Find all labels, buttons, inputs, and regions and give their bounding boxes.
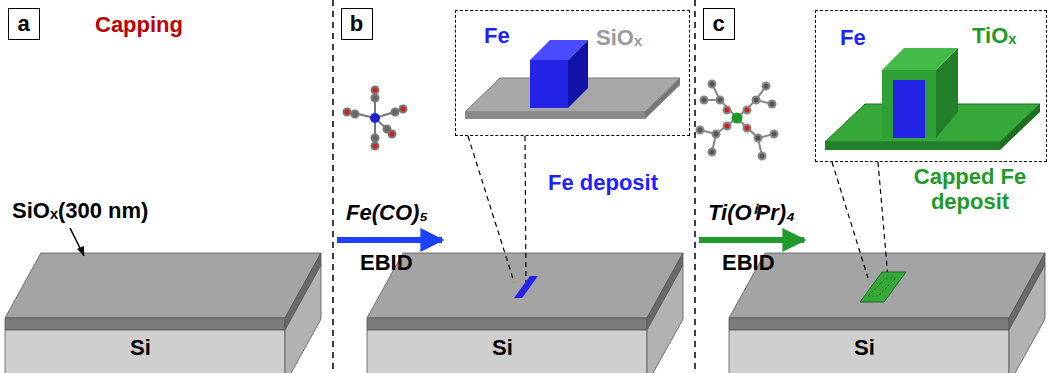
panel-letter: b [350,11,363,36]
panel-letter: a [17,11,29,36]
slab-face [5,330,285,373]
wafer-slabs [5,253,1045,373]
fe-co5-molecule [344,87,407,150]
slab-face [367,318,647,330]
inset-label: SiOₓ [596,25,642,50]
zoom-inset: Fe TiOₓ [815,10,1047,162]
leader-line [70,228,84,256]
precursor-label: Ti(OⁱPr)₄ [708,200,795,225]
panel-letter-box: c [703,8,735,40]
slab-face [729,318,1009,330]
slab-face [5,318,285,330]
panel-letter-box: b [341,8,373,40]
slab-face [729,330,1009,373]
fe-deposit [514,276,538,298]
panel-letter: c [712,11,724,36]
separator [332,0,334,373]
inset-label: Fe [840,25,866,50]
deposit-label: Fe deposit [548,170,658,195]
title-label: Capping [95,12,183,37]
slab-face [647,265,683,373]
inset-label: Fe [484,23,510,48]
slab-face [285,265,321,373]
panel-letter-box: a [8,8,40,40]
precursor-label: Fe(CO)₅ [346,200,428,225]
substrate-label: Si [130,335,151,360]
process-label: EBID [722,250,775,275]
separator [694,0,696,373]
process-label: EBID [360,250,413,275]
ti-oipr4-molecule [697,81,778,160]
layer-label: SiOₓ(300 nm) [12,198,148,223]
slab-face [1009,265,1045,373]
deposit-label: Capped Fe deposit [895,164,1045,215]
zoom-inset: Fe SiOₓ [455,10,690,136]
process-arrow [699,237,804,243]
capped-inset-drawing [825,48,1040,150]
inset-label: TiOₓ [972,23,1016,48]
process-arrow [337,237,442,243]
fe-inset-drawing [465,40,680,119]
slab-face [5,253,321,318]
slab-face [367,330,647,373]
slab-face [367,253,683,318]
capped-deposit [860,272,906,302]
leader-line [468,136,888,282]
substrate-label: Si [492,335,513,360]
substrate-label: Si [854,335,875,360]
